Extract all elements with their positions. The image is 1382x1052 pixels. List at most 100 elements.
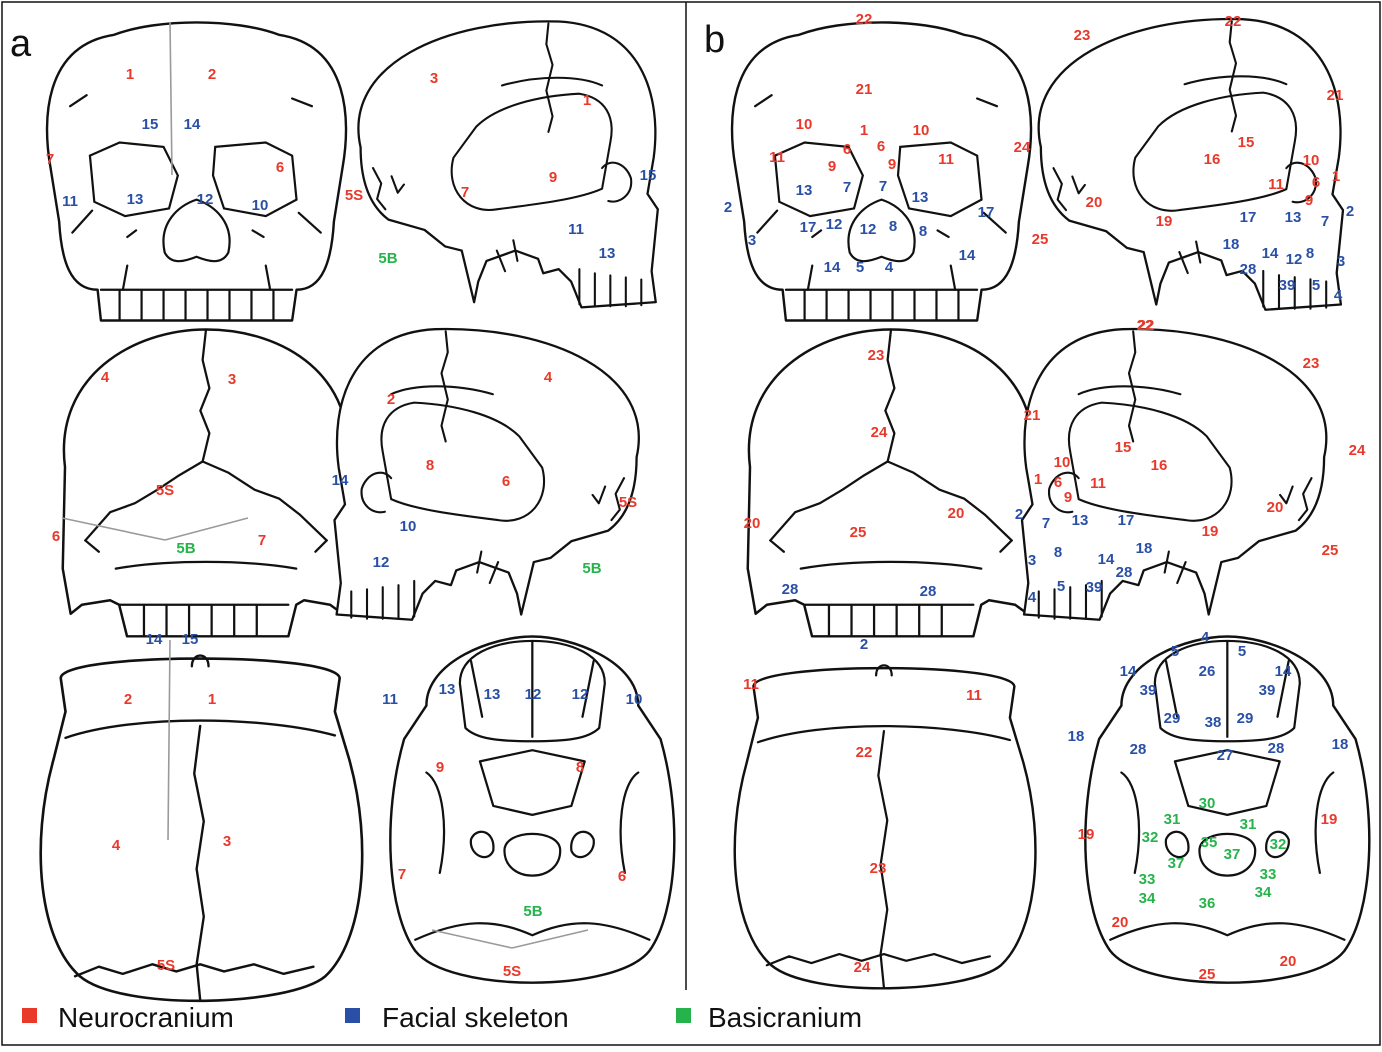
bone-label: 1 (583, 92, 591, 109)
bone-label: 5B (523, 903, 542, 920)
bone-label: 10 (252, 197, 269, 214)
bone-label: 34 (1255, 884, 1272, 901)
panel-letter-a: a (10, 23, 32, 65)
bone-label: 11 (382, 691, 398, 708)
bone-label: 4 (1028, 589, 1037, 606)
bone-label: 31 (1164, 811, 1181, 828)
bone-label: 22 (856, 11, 873, 28)
bone-label: 15 (1238, 134, 1255, 151)
bone-label: 10 (1054, 454, 1071, 471)
bone-label: 39 (1259, 682, 1276, 699)
bone-label: 13 (599, 245, 616, 262)
bone-label: 1 (1034, 471, 1042, 488)
bone-label: 11 (966, 687, 982, 704)
bone-label: 14 (146, 631, 163, 648)
bone-label: 19 (1202, 523, 1219, 540)
bone-label: 18 (1223, 236, 1240, 253)
bone-label: 14 (332, 472, 349, 489)
bone-label: 21 (856, 81, 873, 98)
bone-label: 20 (1086, 194, 1103, 211)
bone-label: 5 (856, 259, 864, 276)
bone-label: 28 (1240, 261, 1257, 278)
bone-label: 11 (1268, 176, 1284, 193)
bone-label: 20 (948, 505, 965, 522)
bone-label: 17 (1240, 209, 1257, 226)
bone-label: 19 (1156, 213, 1173, 230)
bone-label: 20 (1112, 914, 1129, 931)
bone-label: 3 (1337, 253, 1345, 270)
bone-label: 4 (544, 369, 553, 386)
bone-label: 10 (913, 122, 930, 139)
bone-label: 25 (1199, 966, 1216, 983)
legend-label-basicranium: Basicranium (708, 1002, 862, 1033)
bone-label: 16 (1151, 457, 1168, 474)
bone-label: 24 (1349, 442, 1366, 459)
bone-label: 25 (850, 524, 867, 541)
bone-label: 5B (176, 540, 195, 557)
bone-label: 11 (568, 221, 584, 238)
bone-label: 11 (1090, 475, 1106, 492)
bone-label: 31 (1240, 816, 1257, 833)
bone-label: 36 (1199, 895, 1216, 912)
bone-label: 13 (912, 189, 929, 206)
bone-label: 12 (826, 216, 843, 233)
guide-line (511, 929, 589, 949)
bone-label: 4 (885, 259, 894, 276)
bone-label: 5B (378, 250, 397, 267)
bone-label: 14 (1262, 245, 1279, 262)
bone-label: 5B (582, 560, 601, 577)
bone-label: 26 (1199, 663, 1216, 680)
bone-label: 20 (744, 515, 761, 532)
bone-label: 28 (1116, 564, 1133, 581)
guide-line (167, 639, 171, 841)
bone-label: 14 (1098, 551, 1115, 568)
bone-label: 17 (978, 204, 995, 221)
bone-label: 1 (208, 691, 216, 708)
bone-label: 24 (1014, 139, 1031, 156)
bone-label: 5 (1238, 643, 1246, 660)
bone-label: 14 (1275, 663, 1292, 680)
bone-label: 4 (1334, 287, 1343, 304)
bone-label: 28 (1268, 740, 1285, 757)
bone-label: 7 (843, 179, 851, 196)
legend-swatch-facial-skeleton (345, 1008, 360, 1023)
bone-label: 8 (1306, 245, 1314, 262)
bone-label: 8 (889, 218, 897, 235)
bone-label: 8 (1054, 544, 1062, 561)
bone-label: 3 (748, 232, 756, 249)
bone-label: 32 (1270, 836, 1287, 853)
bone-label: 14 (1120, 663, 1137, 680)
bone-label: 23 (868, 347, 885, 364)
bone-label: 34 (1139, 890, 1156, 907)
bone-label: 12 (572, 686, 589, 703)
bone-label: 9 (888, 156, 896, 173)
skull-anterior-b (730, 21, 1033, 322)
bone-label: 18 (1136, 540, 1153, 557)
bone-label: 18 (1332, 736, 1349, 753)
bone-label: 6 (1054, 474, 1062, 491)
bone-label: 12 (525, 686, 542, 703)
bone-label: 2 (387, 391, 395, 408)
guide-line (431, 929, 513, 949)
bone-label: 39 (1279, 277, 1296, 294)
bone-label: 3 (228, 371, 236, 388)
bone-label: 6 (502, 473, 510, 490)
bone-label: 13 (484, 686, 501, 703)
bone-label: 10 (400, 518, 417, 535)
bone-label: 8 (919, 223, 927, 240)
bone-label: 39 (1086, 579, 1103, 596)
bone-label: 2 (1015, 506, 1023, 523)
bone-label: 1 (126, 66, 134, 83)
bone-label: 19 (1078, 826, 1095, 843)
skull-anterior-a (45, 21, 348, 322)
bone-label: 14 (184, 116, 201, 133)
bone-label: 33 (1260, 866, 1277, 883)
bone-label: 19 (1321, 811, 1338, 828)
legend-label-neurocranium: Neurocranium (58, 1002, 234, 1033)
bone-label: 7 (258, 532, 266, 549)
bone-label: 21 (1327, 87, 1344, 104)
bone-label: 5 (1057, 578, 1065, 595)
bone-label: 6 (618, 868, 626, 885)
